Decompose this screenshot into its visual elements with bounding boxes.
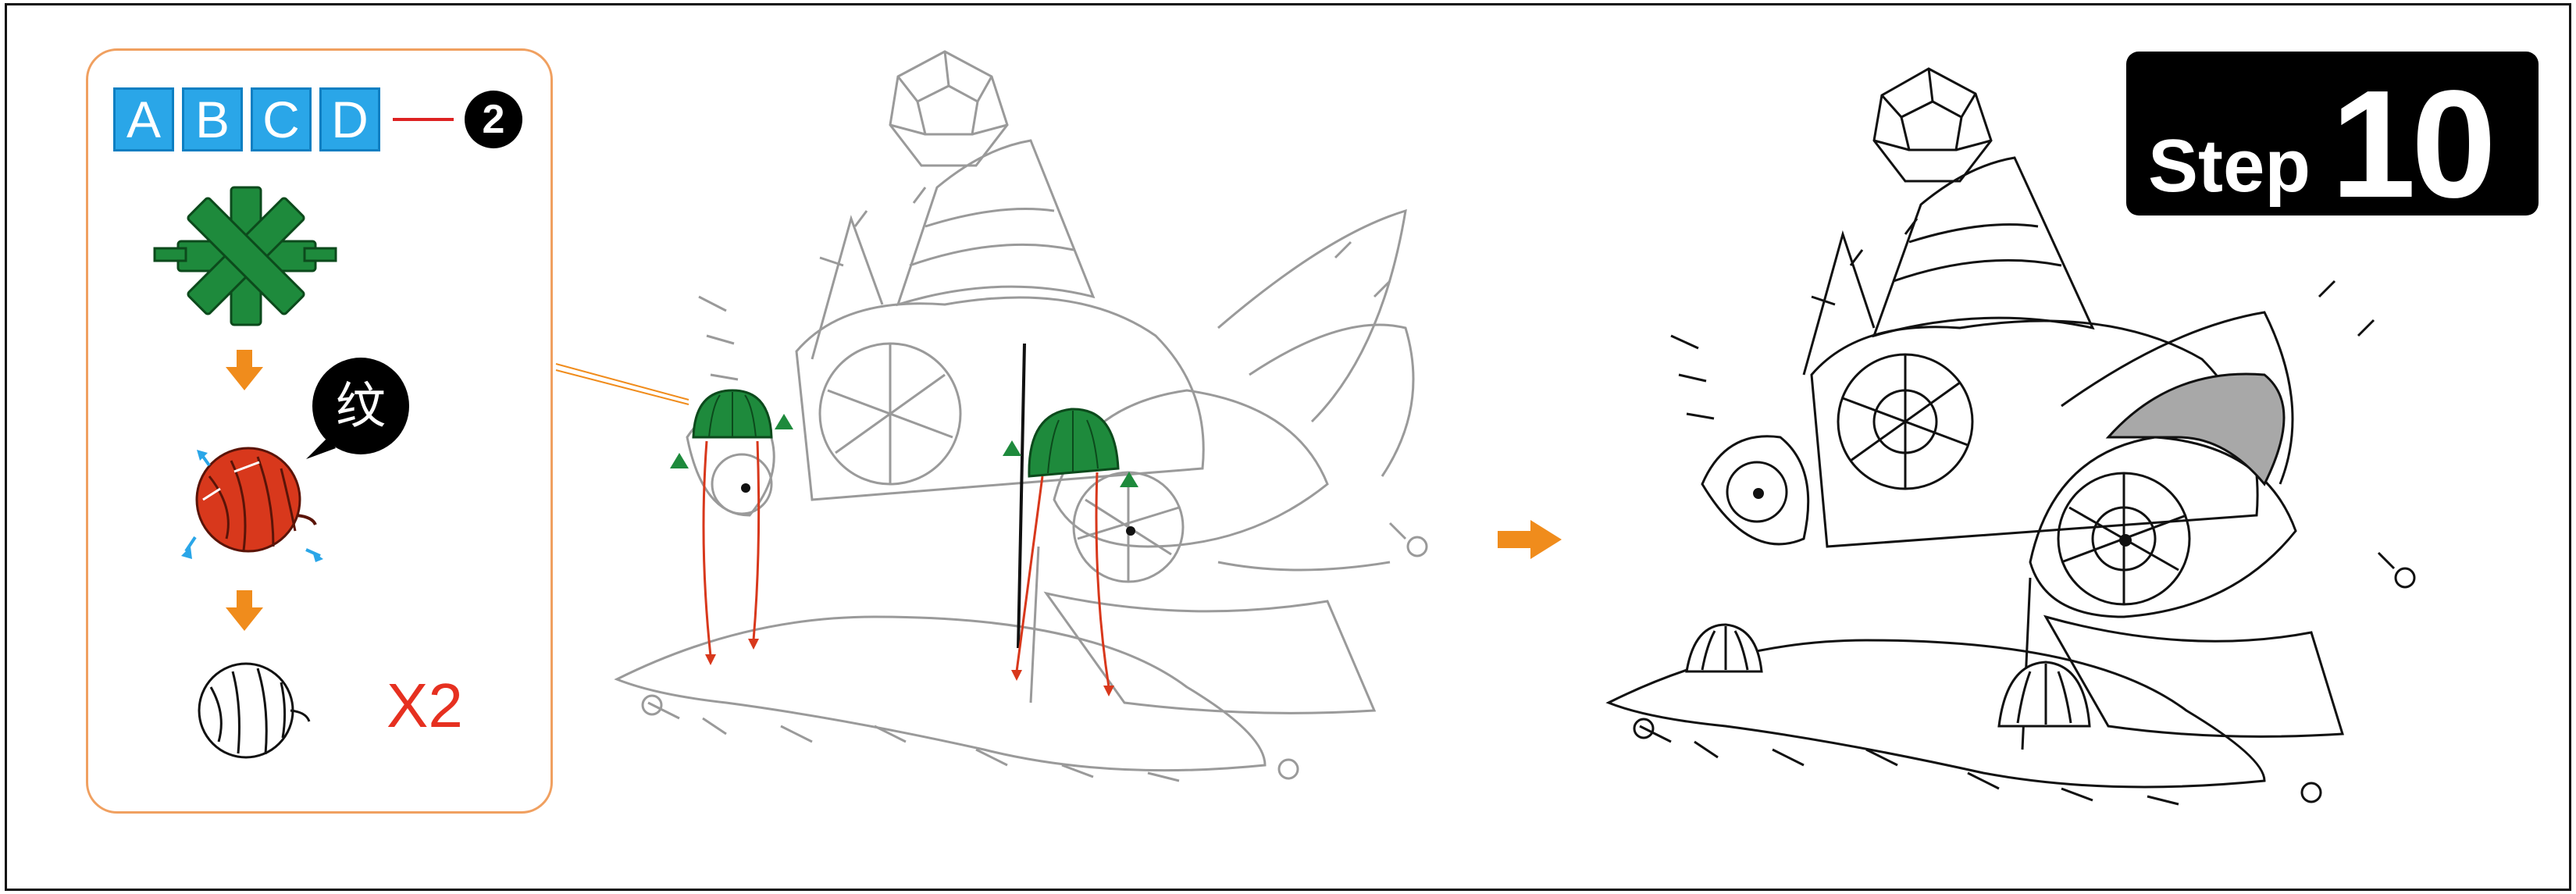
- green-dome-placement-right: [1029, 409, 1118, 476]
- orange-arrow-icon: [226, 590, 263, 631]
- center-stitch-line: [1018, 344, 1024, 648]
- red-insertion-guides: [704, 441, 1109, 687]
- dome-piece-icon: [199, 664, 309, 757]
- orange-arrow-icon: [226, 350, 263, 390]
- green-dome-placement-left: [693, 390, 771, 437]
- green-gear-flat-piece-icon: [155, 187, 336, 325]
- leader-line: [556, 364, 689, 404]
- gray-eyelid-highlight: [2108, 374, 2284, 484]
- texture-stamp-badge: 纹: [306, 358, 409, 459]
- red-guide-arrowheads: [705, 639, 1114, 696]
- red-curl-piece-icon: [181, 448, 323, 562]
- model-after-assembly: [1609, 69, 2414, 804]
- stamp-label: 纹: [336, 378, 386, 436]
- eye-pupil-left-final: [1753, 488, 1764, 499]
- eye-pupil-left: [741, 483, 750, 493]
- orange-right-arrow-icon: [1498, 520, 1562, 559]
- eye-pupil-right: [1126, 526, 1135, 536]
- eye-pupil-right-final: [2119, 534, 2132, 547]
